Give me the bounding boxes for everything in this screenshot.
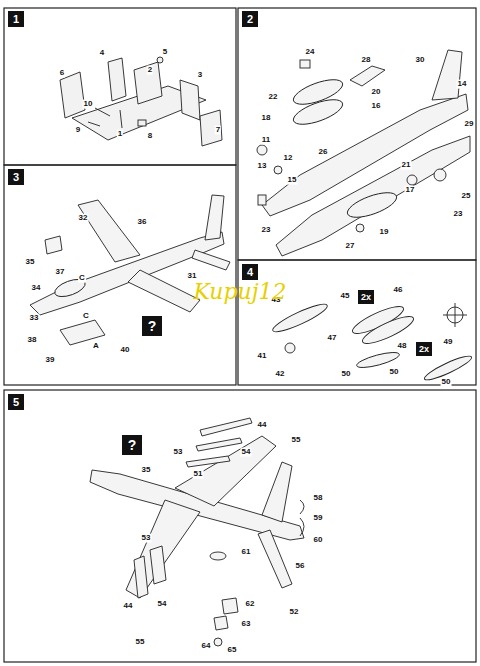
callout-number: 22: [268, 93, 279, 102]
quantity-box: 2x: [358, 290, 374, 304]
box-text: 2x: [361, 293, 371, 302]
callout-number: 7: [215, 126, 221, 135]
callout-number: 33: [29, 314, 40, 323]
callout-number: 35: [25, 258, 36, 267]
callout-number: 49: [443, 338, 454, 347]
callout-number: 17: [405, 186, 416, 195]
callout-number: 59: [313, 514, 324, 523]
callout-number: 19: [379, 228, 390, 237]
callout-number: 36: [137, 218, 148, 227]
callout-number: 51: [193, 470, 204, 479]
callout-number: 38: [27, 336, 38, 345]
callout-number: 46: [393, 286, 404, 295]
callout-number: 48: [397, 342, 408, 351]
callout-number: 10: [83, 100, 94, 109]
callout-number: 61: [241, 548, 252, 557]
callout-number: 18: [261, 114, 272, 123]
callout-number: 55: [291, 436, 302, 445]
aircraft-top-view: [90, 418, 304, 646]
callout-number: 2: [147, 66, 153, 75]
callout-number: 1: [117, 130, 123, 139]
cockpit-parts: [60, 57, 222, 146]
callout-number: 11: [261, 136, 271, 145]
option-box: ?: [142, 316, 162, 336]
callout-number: 50: [341, 370, 352, 379]
callout-number: 60: [313, 536, 324, 545]
callout-number: 28: [361, 56, 372, 65]
option-box: ?: [122, 435, 142, 455]
box-text: 5: [13, 397, 19, 408]
callout-number: 41: [257, 352, 268, 361]
step-number: 1: [8, 11, 24, 27]
callout-number: 34: [31, 284, 42, 293]
callout-number: 54: [157, 600, 168, 609]
box-text: ?: [128, 438, 137, 452]
callout-number: 32: [78, 214, 89, 223]
callout-number: 30: [415, 56, 426, 65]
callout-number: 62: [245, 600, 256, 609]
callout-number: 44: [123, 602, 134, 611]
callout-number: 44: [257, 421, 268, 430]
callout-number: 40: [120, 346, 131, 355]
callout-number: A: [92, 342, 100, 351]
callout-number: 20: [371, 88, 382, 97]
callout-number: 25: [461, 192, 472, 201]
step-number: 2: [242, 11, 258, 27]
fuselage-halves: [257, 50, 470, 256]
callout-number: 15: [287, 176, 298, 185]
callout-number: 37: [55, 268, 66, 277]
box-text: ?: [148, 319, 157, 333]
callout-number: 42: [275, 370, 286, 379]
callout-number: 45: [340, 292, 351, 301]
step-number: 4: [242, 264, 258, 280]
callout-number: 52: [289, 608, 300, 617]
callout-number: 29: [464, 120, 475, 129]
step-number: 5: [8, 394, 24, 410]
box-text: 2x: [419, 345, 429, 354]
callout-number: 56: [295, 562, 306, 571]
callout-number: 16: [371, 102, 382, 111]
callout-number: 58: [313, 494, 324, 503]
callout-number: 3: [197, 71, 203, 80]
callout-number: 55: [135, 638, 146, 647]
callout-number: 50: [441, 378, 452, 387]
quantity-box: 2x: [416, 342, 432, 356]
callout-number: 63: [241, 620, 252, 629]
callout-number: 50: [389, 368, 400, 377]
box-text: 2: [247, 14, 253, 25]
callout-number: 64: [201, 642, 212, 651]
callout-number: 26: [318, 148, 329, 157]
callout-number: 23: [261, 226, 272, 235]
callout-number: 27: [345, 242, 356, 251]
callout-number: 5: [162, 48, 168, 57]
callout-number: 12: [283, 154, 294, 163]
aircraft-assembly: [30, 195, 230, 345]
callout-number: 13: [257, 162, 268, 171]
callout-number: 23: [453, 210, 464, 219]
box-text: 3: [13, 172, 19, 183]
callout-number: C: [82, 312, 90, 321]
callout-number: 4: [99, 49, 105, 58]
panel-frames: [4, 8, 476, 662]
callout-number: C: [78, 274, 86, 283]
callout-number: 47: [327, 334, 338, 343]
box-text: 4: [247, 267, 253, 278]
callout-number: 65: [227, 646, 238, 655]
callout-number: 6: [59, 69, 65, 78]
box-text: 1: [13, 14, 19, 25]
callout-number: 54: [241, 448, 252, 457]
watermark: Kupuj12: [192, 280, 287, 304]
weapon-stores: [270, 300, 473, 384]
callout-number: 53: [173, 448, 184, 457]
callout-number: 14: [457, 80, 468, 89]
callout-number: 21: [401, 161, 412, 170]
callout-number: 35: [141, 466, 152, 475]
callout-number: 53: [141, 534, 152, 543]
step-number: 3: [8, 169, 24, 185]
callout-number: 24: [305, 48, 316, 57]
callout-number: 8: [147, 132, 153, 141]
callout-number: 9: [75, 126, 81, 135]
callout-number: 39: [45, 356, 56, 365]
